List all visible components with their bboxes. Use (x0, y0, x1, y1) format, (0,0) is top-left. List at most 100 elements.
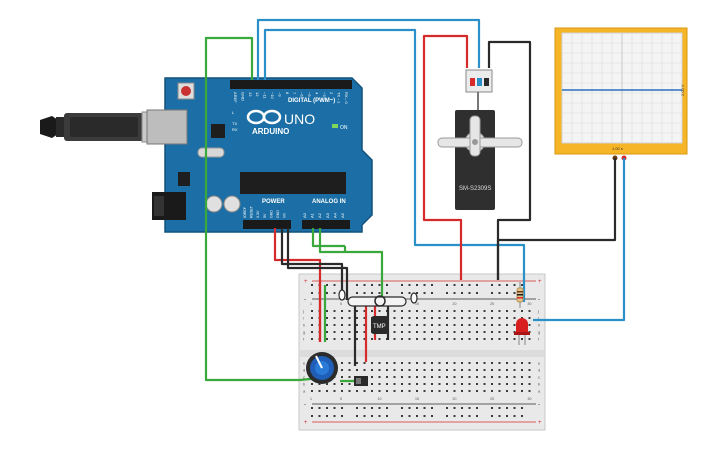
terminal-hole (311, 338, 313, 340)
rail-hole (378, 407, 381, 409)
rail-hole (401, 292, 403, 294)
terminal-hole (326, 310, 328, 312)
rail-hole (461, 415, 463, 417)
wire-blue-2[interactable] (263, 28, 526, 302)
terminal-hole (468, 376, 471, 378)
analog-pin-label: A4 (332, 212, 337, 218)
terminal-hole (326, 324, 328, 326)
terminal-hole (356, 317, 358, 319)
terminal-hole (371, 310, 373, 312)
rail-hole (386, 284, 388, 286)
terminal-hole (453, 310, 456, 312)
terminal-hole (453, 376, 456, 378)
rail-hole (431, 284, 433, 286)
row-letter: e (303, 361, 306, 366)
terminal-hole (446, 376, 448, 378)
rail-hole (431, 292, 433, 294)
rail-polarity-label: + (304, 420, 308, 426)
led-red[interactable] (514, 318, 530, 345)
rail-hole (401, 415, 403, 417)
terminal-hole (348, 310, 351, 312)
row-letter: f (538, 337, 540, 342)
pushbutton-2[interactable] (410, 292, 418, 304)
rail-hole (333, 407, 336, 409)
resistor[interactable] (516, 282, 524, 308)
wire-a0-green[interactable] (311, 228, 345, 248)
analog-pin-label: A1 (310, 212, 315, 218)
row-letter: g (303, 330, 305, 335)
terminal-hole (408, 369, 411, 371)
terminal-hole (468, 369, 471, 371)
temperature-sensor[interactable]: TMP (371, 316, 389, 334)
terminal-hole (348, 362, 351, 364)
rail-hole (476, 415, 478, 417)
terminal-hole (476, 324, 478, 326)
terminal-hole (431, 369, 433, 371)
wire-servo-black[interactable] (487, 40, 532, 280)
wire-gnd-black-2[interactable] (286, 228, 349, 300)
rail-hole (498, 415, 501, 417)
terminal-hole (476, 383, 478, 385)
analog-pin-label: A0 (302, 212, 307, 218)
terminal-hole (401, 310, 403, 312)
terminal-hole (446, 383, 448, 385)
slide-switch[interactable] (354, 376, 368, 386)
terminal-hole (521, 362, 523, 364)
wire-scope-blue[interactable] (533, 158, 626, 322)
terminal-hole (416, 324, 418, 326)
terminal-hole (476, 362, 478, 364)
terminal-hole (341, 369, 343, 371)
rail-hole (491, 415, 493, 417)
digital-pin-label: TX→1 (337, 92, 342, 104)
wire-blue-top[interactable] (256, 18, 481, 80)
rail-hole (453, 415, 456, 417)
breadboard[interactable]: 115510101515202025253030abcdefghijjihgfe… (298, 273, 546, 431)
terminal-hole (431, 317, 433, 319)
wire-a1-green[interactable] (318, 228, 384, 300)
rail-hole (371, 284, 373, 286)
rail-hole (491, 292, 493, 294)
oscilloscope[interactable]: 1.00 s 2.00 V (554, 27, 688, 161)
potentiometer[interactable] (306, 352, 338, 384)
wire-gnd-black[interactable] (280, 228, 344, 298)
rail-hole (363, 407, 366, 409)
terminal-hole (528, 324, 531, 326)
column-number: 25 (490, 302, 494, 306)
row-letter: b (538, 382, 541, 387)
terminal-hole (438, 331, 441, 333)
terminal-hole (341, 324, 343, 326)
rail-polarity-label: + (538, 420, 542, 426)
terminal-hole (461, 390, 463, 392)
arduino-uno-board[interactable]: ARDUINO UNO DIGITAL (PWM~) POWER ANALOG … (146, 77, 373, 233)
terminal-hole (423, 369, 426, 371)
terminal-hole (483, 383, 486, 385)
column-number: 30 (528, 302, 532, 306)
terminal-hole (378, 362, 381, 364)
wire-scope-black[interactable] (496, 158, 617, 280)
servo-motor[interactable]: SM-S2309S (437, 69, 523, 210)
terminal-hole (326, 390, 328, 392)
row-letter: h (538, 323, 540, 328)
rail-hole (423, 292, 426, 294)
terminal-hole (468, 383, 471, 385)
row-letter: e (538, 361, 541, 366)
digital-pin-label: 12 (255, 92, 260, 97)
wire-servo-red[interactable] (422, 34, 469, 280)
terminal-hole (408, 383, 411, 385)
terminal-hole (528, 362, 531, 364)
terminal-hole (483, 331, 486, 333)
power-pin-label: 3.3V (256, 210, 260, 218)
terminal-hole (393, 331, 396, 333)
terminal-hole (371, 338, 373, 340)
wire-green-left-loop[interactable] (204, 36, 321, 382)
terminal-hole (341, 317, 343, 319)
terminal-hole (491, 383, 493, 385)
terminal-hole (498, 331, 501, 333)
power-pin-label: IOREF (243, 206, 247, 218)
terminal-hole (416, 383, 418, 385)
rail-hole (416, 407, 418, 409)
terminal-hole (341, 362, 343, 364)
digital-pin-label: GND (240, 92, 245, 101)
pushbutton-1[interactable] (338, 289, 346, 301)
